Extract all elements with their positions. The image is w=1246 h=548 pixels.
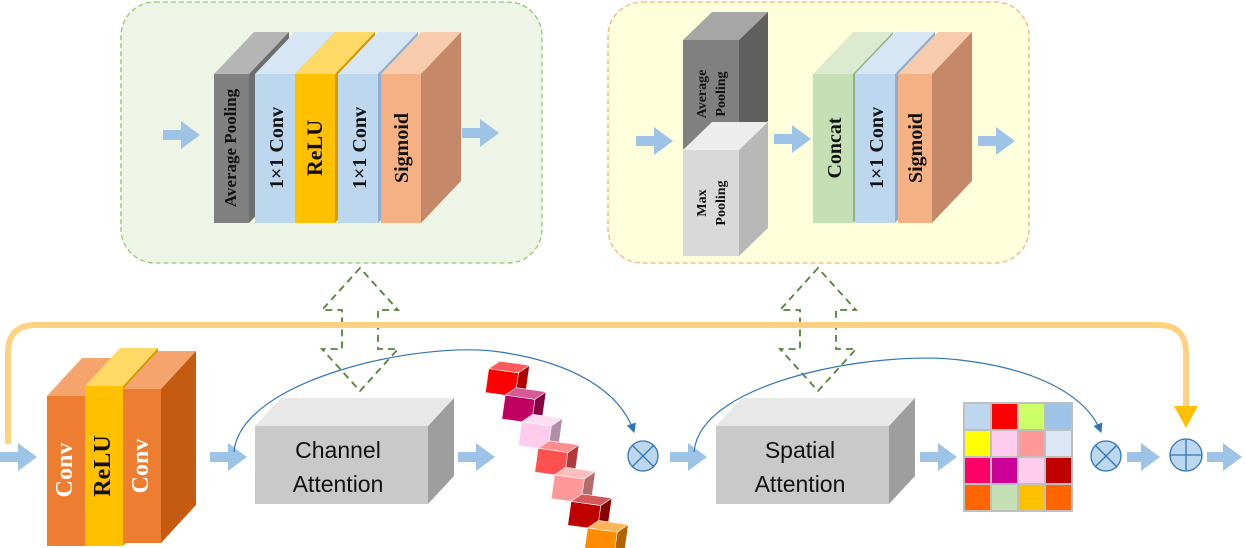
spatial-map-cell xyxy=(1046,458,1071,483)
add-operator xyxy=(1169,438,1203,472)
sa-max-pooling-block: Max Pooling xyxy=(683,122,768,256)
channel-vector-cell-front xyxy=(583,527,618,548)
conv-label-1: Conv xyxy=(52,443,78,498)
spatial-map-cell xyxy=(1019,485,1044,510)
spatial-map-cell xyxy=(965,458,990,483)
spatial-map-cell xyxy=(992,458,1017,483)
channel-vector-cell xyxy=(534,440,580,477)
spatial-bypass-curve xyxy=(693,357,1103,453)
multiply-operator-2 xyxy=(1090,440,1122,472)
channel-attention-label-1: Channel xyxy=(295,437,381,463)
multiply-operator-1 xyxy=(627,440,659,472)
ca-sigmoid-block: Sigmoid xyxy=(381,32,461,223)
arrow-to-channel-attention xyxy=(210,443,247,471)
spatial-attention-box: Spatial Attention xyxy=(716,398,915,504)
spatial-map-cell xyxy=(1046,404,1071,429)
spatial-map-cell xyxy=(992,431,1017,456)
spatial-link-dashed-arrow xyxy=(777,266,859,393)
skip-connection-head xyxy=(1174,406,1198,428)
spatial-attention-label-1: Spatial xyxy=(765,437,835,463)
sa-average-label-2: Pooling xyxy=(714,71,729,116)
spatial-weight-map xyxy=(963,402,1073,512)
channel-vector-cell xyxy=(517,413,564,451)
conv-label-2: Conv xyxy=(128,439,154,494)
panel-right-output-arrow xyxy=(978,127,1015,155)
ca-conv2-label: 1×1 Conv xyxy=(349,107,371,189)
channel-attention-label-2: Attention xyxy=(293,471,384,497)
panel-right-mid-arrow xyxy=(774,125,811,153)
sa-concat-label: Concat xyxy=(824,117,846,178)
spatial-map-cell xyxy=(965,431,990,456)
sa-sigmoid-block: Sigmoid xyxy=(898,32,972,223)
channel-bypass-curve xyxy=(233,349,636,453)
arrow-to-channel-vector xyxy=(458,443,495,471)
panel-left-output-arrow xyxy=(462,119,499,147)
sa-conv-label: 1×1 Conv xyxy=(866,107,888,189)
sa-max-label-2: Pooling xyxy=(714,180,729,225)
input-arrow xyxy=(0,443,37,471)
conv-block-2: Conv xyxy=(123,351,196,543)
spatial-attention-label-2: Attention xyxy=(755,471,846,497)
channel-vector-cell xyxy=(583,520,630,548)
spatial-map-cell xyxy=(965,404,990,429)
channel-vector-cell xyxy=(485,360,531,398)
spatial-map-cell xyxy=(992,485,1017,510)
skip-connection xyxy=(5,322,1189,444)
arrow-to-spatial-map xyxy=(920,443,957,471)
spatial-map-cell xyxy=(1046,485,1071,510)
spatial-map-cell xyxy=(965,485,990,510)
relu-label: ReLU xyxy=(90,435,116,496)
spatial-map-cell xyxy=(992,404,1017,429)
panel-right-input-arrow xyxy=(636,127,673,155)
channel-link-dashed-arrow xyxy=(319,266,401,393)
channel-weight-vector xyxy=(485,360,630,548)
output-arrow xyxy=(1207,443,1242,471)
spatial-map-cell xyxy=(1019,431,1044,456)
sa-max-label-1: Max xyxy=(695,189,710,216)
ca-sigmoid-label: Sigmoid xyxy=(391,113,413,183)
spatial-map-cell xyxy=(1019,404,1044,429)
channel-attention-box: Channel Attention xyxy=(255,398,454,504)
panel-left-input-arrow xyxy=(163,121,200,149)
ca-average-pooling-label: Average Pooling xyxy=(221,88,240,207)
ca-conv1-label: 1×1 Conv xyxy=(266,107,288,189)
ca-relu-label: ReLU xyxy=(302,120,327,176)
spatial-map-cell xyxy=(1019,458,1044,483)
arrow-to-spatial-attention xyxy=(670,443,707,471)
spatial-map-cell xyxy=(1046,431,1071,456)
arrow-to-add xyxy=(1127,443,1160,471)
sa-sigmoid-label: Sigmoid xyxy=(905,113,927,183)
sa-average-label-1: Average xyxy=(695,70,710,119)
